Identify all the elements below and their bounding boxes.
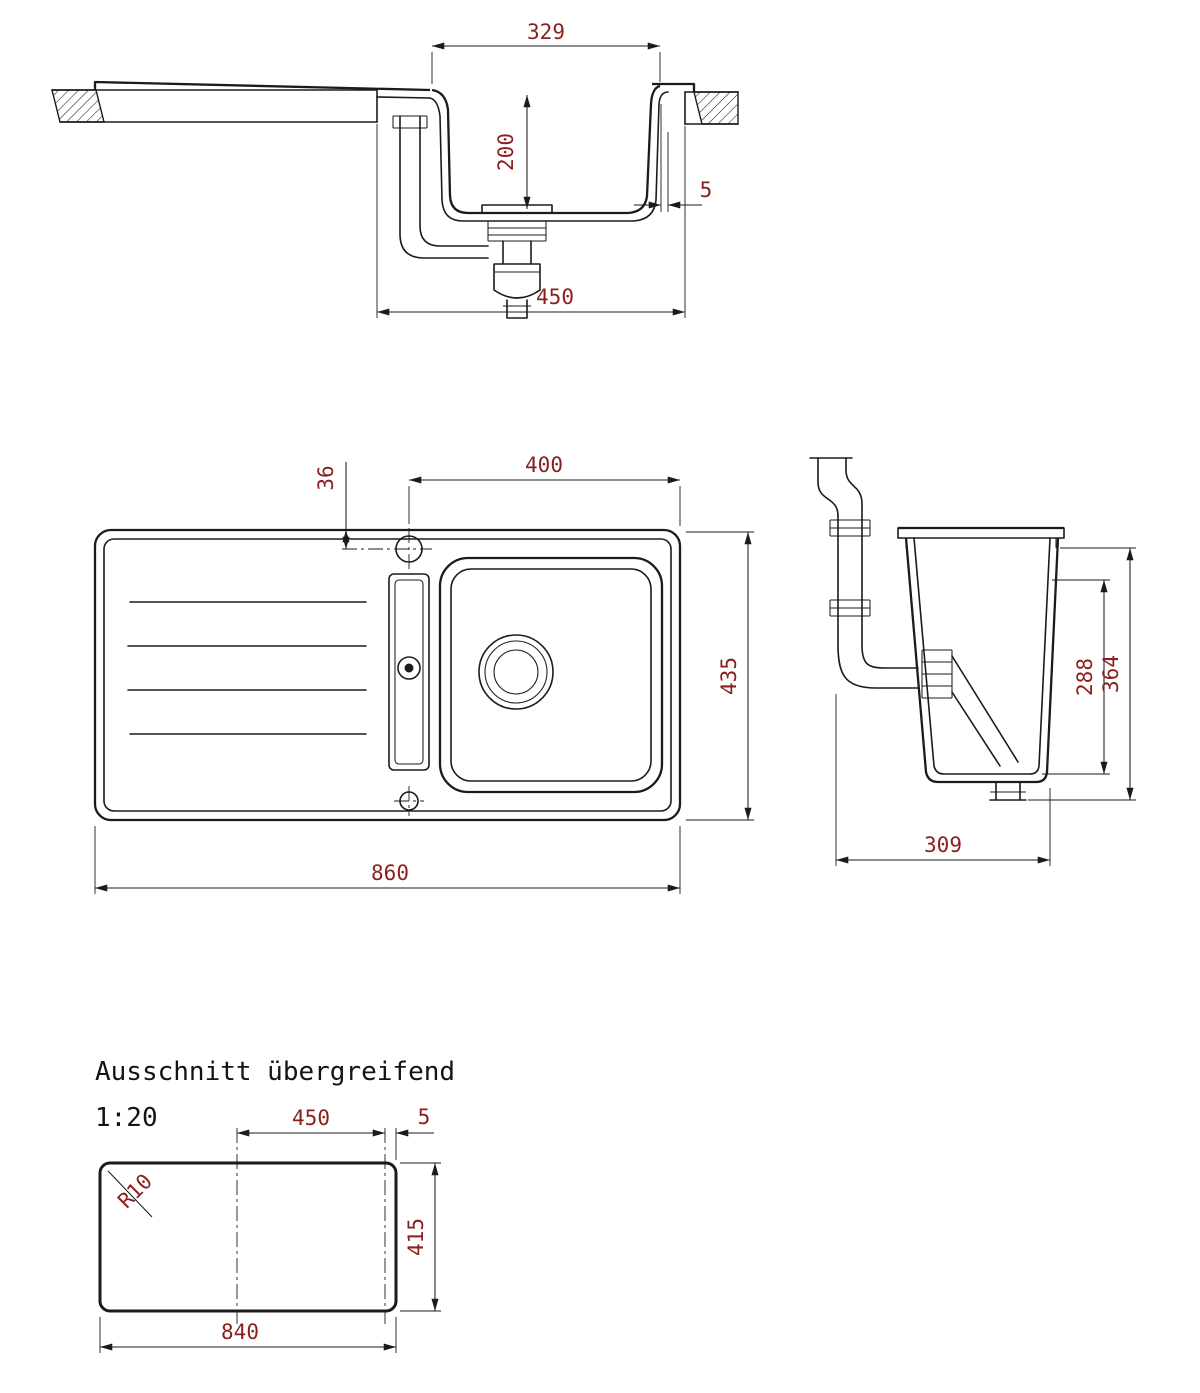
- sink-section-profile: [93, 80, 696, 222]
- corner-radius-note: R10: [107, 1169, 157, 1218]
- side-view: 288 364 309: [809, 457, 1136, 866]
- countertop-right: [684, 91, 739, 125]
- cutout-scale: 1:20: [95, 1103, 158, 1133]
- dim-plan-depth: 435: [686, 531, 754, 821]
- dim-section-rim-gap: 5: [634, 104, 712, 212]
- drain-circle-inner: [493, 649, 539, 695]
- divider-strip: [388, 573, 430, 771]
- dim-side-width: 309: [835, 694, 1051, 866]
- cutout-view: Ausschnitt übergreifend 1:20 R10 450 5 4…: [95, 1057, 455, 1353]
- countertop-left: [51, 89, 378, 123]
- dim-label-860: 860: [371, 861, 409, 885]
- sink-plan-outline: [93, 528, 682, 822]
- drainboard-ribs: [127, 601, 367, 735]
- secondary-hole: [394, 786, 424, 816]
- dim-label-5-cutout: 5: [418, 1105, 431, 1129]
- basin-plan: [438, 556, 664, 794]
- dim-plan-faucet-offset: 36: [314, 462, 350, 550]
- cutout-title: Ausschnitt übergreifend: [95, 1057, 455, 1087]
- dim-label-364: 364: [1099, 655, 1123, 693]
- dim-label-288: 288: [1073, 658, 1097, 696]
- dim-label-435: 435: [717, 657, 741, 695]
- dim-plan-basin-width: 400: [408, 453, 681, 526]
- dim-label-840: 840: [221, 1320, 259, 1344]
- dim-label-5-section: 5: [700, 178, 713, 202]
- dim-section-top-width: 329: [431, 20, 661, 84]
- dim-label-450-cutout: 450: [292, 1106, 330, 1130]
- dim-label-450-section: 450: [536, 285, 574, 309]
- bowl-side-profile: [897, 526, 1065, 801]
- faucet-hole: [342, 528, 432, 570]
- drain-pipes-side: [809, 457, 1019, 767]
- dim-label-r10: R10: [113, 1169, 157, 1213]
- dim-cutout-edge-gap: 5: [395, 1105, 434, 1160]
- dim-plan-total-width: 860: [94, 826, 681, 894]
- dim-label-200: 200: [494, 133, 518, 171]
- dim-side-inner-height: 288: [1042, 579, 1110, 775]
- dim-label-400: 400: [525, 453, 563, 477]
- dim-cutout-bottom-width: 840: [99, 1317, 397, 1353]
- dim-section-depth: 200: [494, 94, 531, 210]
- dim-cutout-height: 415: [400, 1162, 441, 1312]
- section-view: 329 200 5 450: [51, 20, 739, 319]
- plan-view: 400 36 435 860: [93, 453, 754, 894]
- dim-cutout-top-width: 450: [236, 1106, 386, 1137]
- dim-section-cutout-width: 450: [376, 124, 686, 318]
- popup-knob: [404, 663, 414, 673]
- dim-side-overall-height: 364: [1028, 547, 1136, 801]
- dim-label-415: 415: [404, 1218, 428, 1256]
- dim-label-36: 36: [314, 465, 338, 490]
- cutout-outline: [98, 1128, 398, 1324]
- drain-assembly-section: [392, 115, 553, 319]
- dim-label-329: 329: [527, 20, 565, 44]
- dim-label-309: 309: [924, 833, 962, 857]
- drain-circle-mid: [484, 640, 548, 704]
- drain-circle-outer: [478, 634, 554, 710]
